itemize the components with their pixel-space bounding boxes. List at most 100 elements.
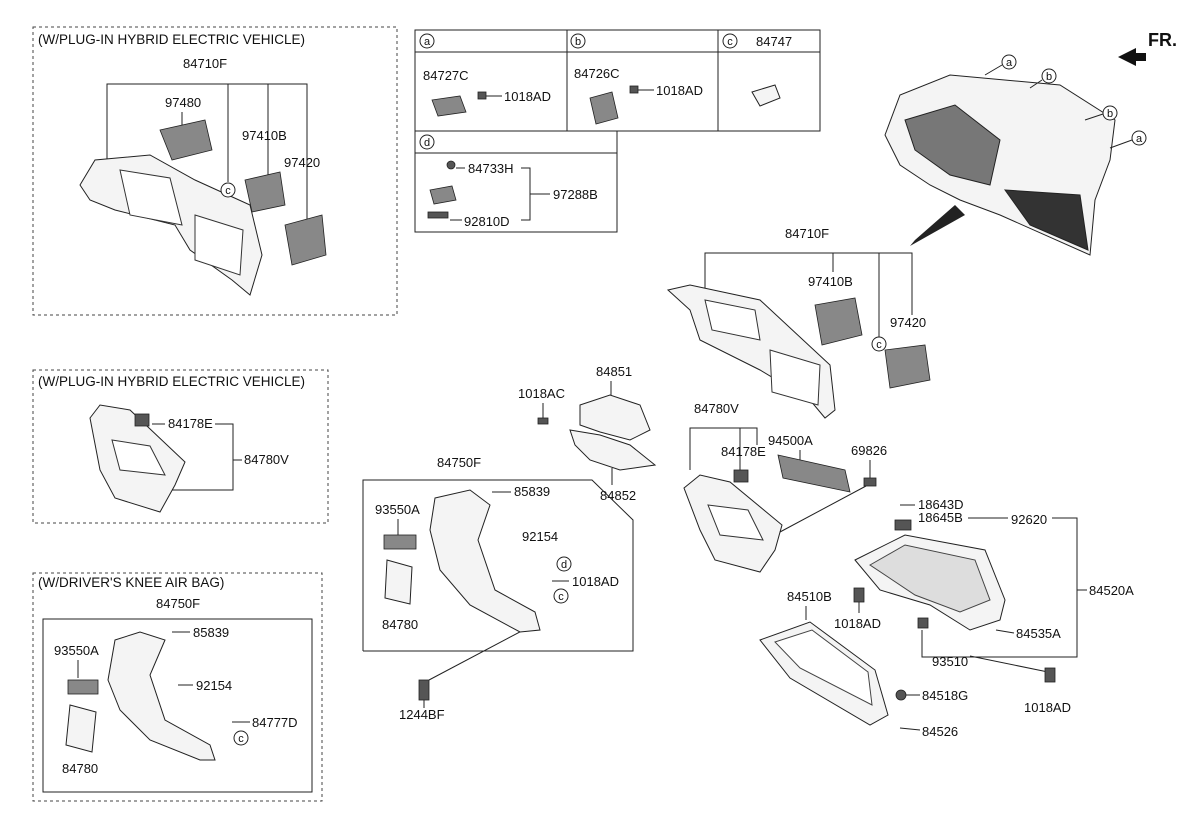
group-phev-lower-title: (W/PLUG-IN HYBRID ELECTRIC VEHICLE) (38, 374, 305, 389)
table-callout-a-text: a (424, 36, 431, 48)
callout-c-circle-left (233, 730, 249, 746)
part-93510-label: 93510 (932, 654, 968, 669)
stopper-84518g (895, 689, 907, 701)
cluster-area (904, 104, 1001, 186)
fastener-table: a b c 84747 d 84727C 1018AD 84726C 1018A… (414, 29, 821, 233)
part-92620-label: 92620 (1011, 512, 1047, 527)
clip-69826 (863, 477, 877, 487)
part-84518g-label: 84518G (922, 688, 968, 703)
part-84726c-label: 84726C (574, 66, 620, 81)
callout-c-circle (220, 182, 236, 198)
center-panel-shape (79, 154, 263, 296)
part-1018ad-a-label: 1018AD (504, 89, 551, 104)
bracket-84727c (431, 95, 467, 117)
table-callout-b-text: b (575, 36, 581, 48)
part-1018ad-label-center: 1018AD (572, 574, 619, 589)
bolt-a (477, 91, 487, 100)
front-label: FR. (1148, 30, 1177, 50)
leader-84520a (921, 517, 1078, 658)
part-84780v-label: 84780V (244, 452, 289, 467)
group-phev-panel-title: (W/PLUG-IN HYBRID ELECTRIC VEHICLE) (38, 32, 305, 47)
callout-d-center-text: d (561, 559, 567, 571)
overview-callout-b2 (1102, 105, 1118, 121)
part-84733h-label: 84733H (468, 161, 514, 176)
part-18645b-label: 18645B (918, 510, 963, 525)
center-lower-panel: 84750F 85839 93550A 92154 1018AD 84780 1… (362, 455, 634, 722)
callout-d-center (556, 556, 572, 572)
leader-84535a (995, 629, 1015, 634)
group-phev-panel: (W/PLUG-IN HYBRID ELECTRIC VEHICLE) 8471… (32, 26, 398, 316)
crash-pad-overview: a b b a (884, 54, 1147, 256)
leader-93510 (969, 655, 1049, 673)
part-69826-label: 69826 (851, 443, 887, 458)
part-84851-label: 84851 (596, 364, 632, 379)
glovebox-area (1003, 189, 1089, 251)
sensor-84733h (446, 160, 456, 170)
right-lower-panel-opening (707, 504, 764, 541)
part-1018ad-label-mid: 1018AD (834, 616, 881, 631)
center-knee-panel-shape (429, 489, 541, 633)
overview-callout-a2-text: a (1136, 133, 1143, 145)
table-callout-c (722, 33, 738, 49)
sensor-body-97288b (429, 185, 457, 205)
damper-93510 (917, 617, 929, 629)
leader-1244bf-to-panel (428, 624, 534, 681)
knee-airbag-inner-box (42, 618, 313, 793)
leader-84710f-right (704, 252, 913, 315)
leader-97288b-bracket (521, 167, 531, 221)
leader-ov-b2 (1084, 113, 1104, 121)
leader-84710f (106, 83, 308, 225)
part-1018ad-b-label: 1018AD (656, 83, 703, 98)
part-92154-label-center: 92154 (522, 529, 558, 544)
table-callout-d-text: d (424, 137, 430, 149)
lower-shroud-84852 (569, 429, 657, 471)
part-18643d-label: 18643D (918, 497, 964, 512)
part-84777d-label: 84777D (252, 715, 298, 730)
overview-callout-a2 (1131, 130, 1147, 146)
part-84780v-label-right: 84780V (694, 401, 739, 416)
part-97410b-label: 97410B (242, 128, 287, 143)
right-center-panel: 84710F 97410B 97420 c (666, 226, 931, 419)
part-84780-label-left: 84780 (62, 761, 98, 776)
callout-c-center (553, 588, 569, 604)
clip-84747 (751, 84, 781, 107)
upper-shroud-84851 (579, 394, 651, 441)
bracket-92810d (427, 211, 449, 219)
air-vent-97420 (284, 214, 327, 266)
panel-opening-lower (194, 214, 244, 276)
leader-84526 (899, 727, 921, 731)
glovebox-door-inner (774, 629, 873, 706)
part-1018ad-label-right: 1018AD (1024, 700, 1071, 715)
part-84178e-label-right: 84178E (721, 444, 766, 459)
bracket-84726c (589, 91, 619, 125)
cover-84780-center (384, 559, 413, 605)
part-1018ac-label: 1018AC (518, 386, 565, 401)
bolt-1018ad-right (1044, 667, 1056, 683)
part-85839-label-center: 85839 (514, 484, 550, 499)
right-panel-opening-upper (704, 299, 761, 341)
front-arrow-icon (1118, 48, 1146, 66)
part-84852-label: 84852 (600, 488, 636, 503)
switch-93550a-center (383, 534, 417, 550)
switch-84178e-right (733, 469, 749, 483)
expand-arrow-icon (910, 205, 965, 246)
part-84520a-label: 84520A (1089, 583, 1134, 598)
switch-84178e (134, 413, 150, 427)
part-84510b-label: 84510B (787, 589, 832, 604)
leader-84780v-right (689, 427, 758, 470)
table-callout-d (419, 134, 435, 150)
knee-panel-shape (107, 631, 216, 761)
table-callout-a (419, 33, 435, 49)
panel-opening-upper (119, 169, 183, 226)
group-phev-lower-frame (32, 369, 329, 524)
lower-panel-opening (111, 439, 166, 476)
part-84178e-label: 84178E (168, 416, 213, 431)
part-97410b-label-right: 97410B (808, 274, 853, 289)
leader-ov-a1 (984, 64, 1003, 76)
part-84780-label-center: 84780 (382, 617, 418, 632)
part-84750f-label-center: 84750F (437, 455, 481, 470)
screw-1244bf (418, 679, 430, 701)
callout-c-right-text: c (876, 339, 882, 351)
part-84535a-label: 84535A (1016, 626, 1061, 641)
